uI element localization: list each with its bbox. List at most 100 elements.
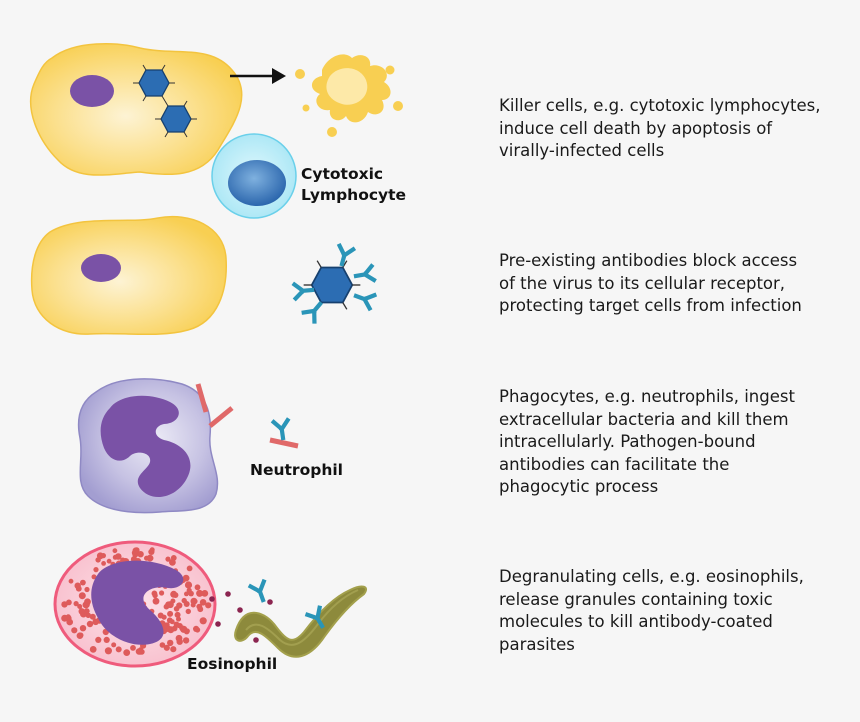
description-line: extracellular bacteria and kill them	[499, 409, 789, 429]
granule	[123, 649, 131, 656]
granule	[163, 644, 170, 651]
infected-target-cell	[29, 42, 243, 176]
granule	[170, 590, 178, 598]
bilobed-nucleus	[91, 560, 184, 645]
granule	[176, 602, 183, 609]
description-cytotoxic: Killer cells, e.g. cytotoxic lymphocytes…	[499, 95, 849, 163]
granule	[199, 617, 207, 625]
eosinophil-label: Eosinophil	[187, 655, 278, 673]
granule	[169, 559, 176, 566]
granule	[65, 614, 71, 620]
granule	[103, 636, 110, 644]
granule	[182, 574, 190, 582]
granule	[115, 646, 122, 653]
granule	[132, 547, 140, 554]
granule	[184, 581, 193, 589]
granule	[104, 647, 112, 655]
nucleus-1	[70, 75, 114, 107]
granule	[176, 616, 181, 622]
granule	[100, 553, 106, 559]
granule	[79, 625, 87, 632]
apoptotic-cell-icon	[295, 54, 403, 137]
granule	[77, 604, 83, 609]
granule	[135, 648, 143, 655]
arrow-icon	[230, 68, 286, 84]
granule	[84, 586, 90, 593]
description-line: of the virus to its cellular receptor,	[499, 273, 786, 293]
description-line: Degranulating cells, e.g. eosinophils,	[499, 567, 804, 586]
granule	[76, 632, 84, 639]
granule	[194, 584, 201, 591]
granule	[86, 620, 94, 628]
granule	[205, 602, 212, 609]
granule	[66, 599, 72, 606]
granule	[91, 574, 97, 580]
description-line: molecules to kill antibody-coated	[499, 612, 773, 631]
granule	[112, 548, 118, 554]
granule	[130, 645, 136, 651]
nucleus-2	[81, 254, 121, 282]
cytotoxic-lymphocyte-label: Cytotoxic Lymphocyte	[301, 165, 407, 204]
granule	[166, 601, 174, 609]
description-line: protecting target cells from infection	[499, 296, 802, 315]
granule	[199, 599, 207, 606]
granule	[200, 590, 207, 597]
cytotoxic-lymphocyte-icon	[211, 133, 297, 219]
description-line: antibodies can facilitate the	[499, 454, 730, 474]
granule	[137, 551, 144, 558]
granule	[182, 637, 190, 644]
granule	[170, 646, 177, 653]
granule	[146, 554, 154, 562]
opsonized-bacterium-icon	[269, 420, 299, 449]
granule	[83, 608, 90, 614]
granule	[159, 642, 166, 648]
granule	[186, 587, 192, 594]
granule	[93, 567, 99, 573]
granule	[78, 608, 85, 615]
granule	[80, 579, 86, 586]
granule	[186, 565, 193, 572]
description-antibodies: Pre-existing antibodies block access of …	[499, 250, 849, 318]
granule	[184, 591, 189, 597]
granule	[95, 636, 102, 644]
parasite-worm-icon	[234, 585, 368, 658]
granule	[165, 556, 171, 562]
description-line: induce cell death by apoptosis of	[499, 118, 773, 138]
granule	[196, 589, 204, 597]
granule	[71, 627, 78, 634]
description-line: virally-infected cells	[499, 141, 665, 160]
granule	[194, 627, 201, 633]
granule	[183, 601, 190, 607]
lobed-nucleus	[100, 395, 191, 498]
granule	[111, 642, 117, 648]
uninfected-target-cell	[30, 215, 227, 336]
description-phagocytes: Phagocytes, e.g. neutrophils, ingest ext…	[499, 386, 849, 499]
toxic-granules-icon	[209, 591, 273, 643]
granule	[89, 646, 97, 653]
granule	[159, 590, 165, 596]
granule	[68, 578, 74, 584]
granule	[190, 602, 196, 608]
description-line: Pre-existing antibodies block access	[499, 251, 798, 270]
granule	[115, 553, 122, 560]
neutralized-virus-icon	[294, 246, 374, 322]
granule	[176, 638, 183, 645]
description-line: intracellularly. Pathogen-bound	[499, 432, 756, 451]
granule	[66, 618, 73, 626]
description-line: Phagocytes, e.g. neutrophils, ingest	[499, 387, 795, 406]
granule	[161, 614, 167, 620]
description-line: release granules containing toxic	[499, 589, 773, 609]
granule	[92, 618, 99, 626]
granule	[167, 610, 174, 617]
granule	[89, 613, 96, 620]
eosinophil-cell-icon	[53, 540, 217, 668]
description-line: parasites	[499, 634, 575, 654]
granule	[169, 619, 175, 625]
granule	[73, 601, 79, 607]
granule	[78, 592, 86, 600]
description-degranulating: Degranulating cells, e.g. eosinophils, r…	[499, 566, 849, 656]
description-line: Killer cells, e.g. cytotoxic lymphocytes…	[499, 96, 821, 115]
granule	[84, 598, 91, 606]
granule	[106, 558, 112, 564]
